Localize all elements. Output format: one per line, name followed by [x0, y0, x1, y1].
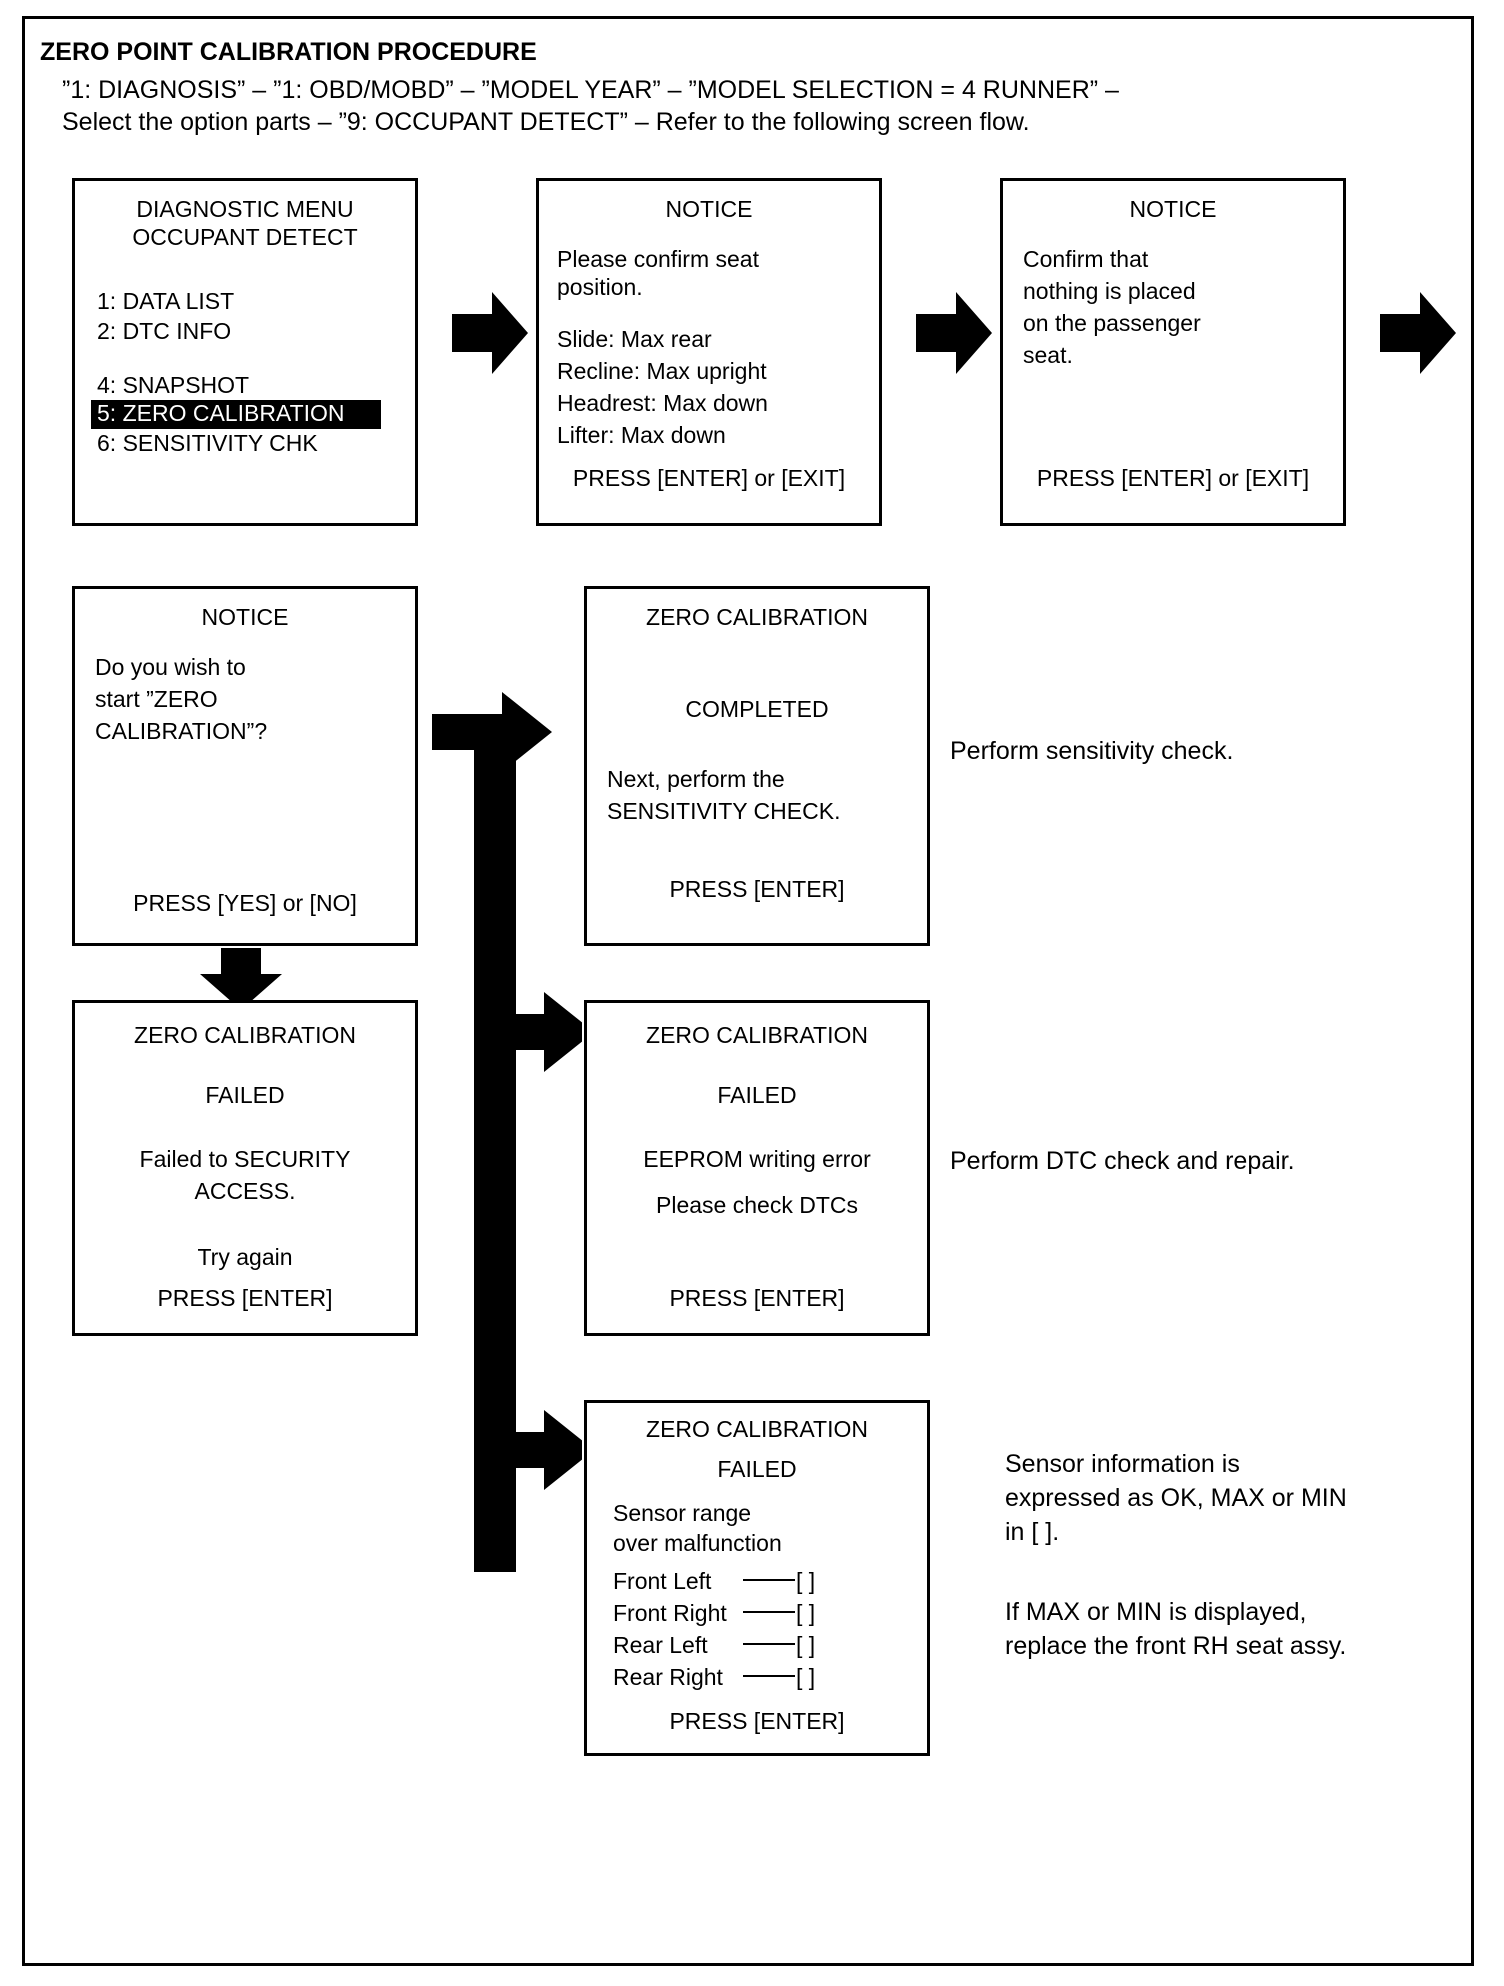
notice-seat-setting-slide: Slide: Max rear: [557, 326, 712, 352]
failed-security-body-1: Failed to SECURITY: [139, 1146, 351, 1172]
arrow-branch-trunk: [432, 692, 582, 1572]
sensor-dash-rear-left: [743, 1642, 795, 1645]
sensor-value-front-left: [ ]: [796, 1568, 816, 1594]
notice-start-body-3: CALIBRATION”?: [95, 718, 268, 744]
failed-eeprom-title: ZERO CALIBRATION: [646, 1022, 868, 1048]
annotation-dtc-check: Perform DTC check and repair.: [950, 1147, 1295, 1175]
sensor-label-front-right: Front Right: [613, 1600, 727, 1626]
screen-failed-sensor-range[interactable]: ZERO CALIBRATION FAILED Sensor range ove…: [584, 1400, 930, 1756]
screen-notice-start-calibration[interactable]: NOTICE Do you wish to start ”ZERO CALIBR…: [72, 586, 418, 946]
notice-start-body-2: start ”ZERO: [95, 686, 218, 712]
screen-failed-eeprom[interactable]: ZERO CALIBRATION FAILED EEPROM writing e…: [584, 1000, 930, 1336]
intro-line-2: Select the option parts – ”9: OCCUPANT D…: [62, 108, 1030, 136]
notice-start-body-1: Do you wish to: [95, 654, 246, 680]
failed-security-body-2: ACCESS.: [194, 1178, 296, 1204]
sensor-row-front-left: Front Left [ ]: [613, 1568, 816, 1595]
annotation-sensor-info-3: in [ ].: [1005, 1518, 1060, 1546]
notice-start-title: NOTICE: [201, 604, 289, 630]
arrow-notice2-to-next: [1380, 292, 1456, 374]
menu-item-zero-calibration[interactable]: 5: ZERO CALIBRATION: [91, 400, 381, 429]
completed-title: ZERO CALIBRATION: [646, 604, 868, 630]
notice-nothing-body-4: seat.: [1023, 342, 1073, 368]
failed-sensor-title: ZERO CALIBRATION: [646, 1416, 868, 1442]
intro-line-1: ”1: DIAGNOSIS” – ”1: OBD/MOBD” – ”MODEL …: [62, 76, 1119, 104]
sensor-value-rear-left: [ ]: [796, 1632, 816, 1658]
completed-body-1: Next, perform the: [607, 766, 785, 792]
arrow-menu-to-notice1: [452, 292, 528, 374]
screen-notice-nothing-placed[interactable]: NOTICE Confirm that nothing is placed on…: [1000, 178, 1346, 526]
failed-security-title: ZERO CALIBRATION: [134, 1022, 356, 1048]
sensor-label-front-left: Front Left: [613, 1568, 712, 1594]
menu-item-zero-calibration-label: 5: ZERO CALIBRATION: [91, 400, 381, 429]
failed-eeprom-status: FAILED: [717, 1082, 797, 1108]
menu-item-sensitivity-chk[interactable]: 6: SENSITIVITY CHK: [97, 430, 318, 456]
screen-notice-seat-position[interactable]: NOTICE Please confirm seat position. Sli…: [536, 178, 882, 526]
notice-nothing-body-1: Confirm that: [1023, 246, 1149, 272]
page-border: [22, 16, 1474, 1966]
sensor-value-rear-right: [ ]: [796, 1664, 816, 1690]
notice-seat-title: NOTICE: [665, 196, 753, 222]
completed-body-2: SENSITIVITY CHECK.: [607, 798, 841, 824]
notice-start-prompt: PRESS [YES] or [NO]: [133, 890, 357, 916]
screen-failed-security-access[interactable]: ZERO CALIBRATION FAILED Failed to SECURI…: [72, 1000, 418, 1336]
failed-sensor-body-2: over malfunction: [613, 1530, 782, 1556]
screen-diagnostic-menu[interactable]: DIAGNOSTIC MENU OCCUPANT DETECT 1: DATA …: [72, 178, 418, 526]
sensor-row-front-right: Front Right [ ]: [613, 1600, 816, 1627]
sensor-row-rear-right: Rear Right [ ]: [613, 1664, 816, 1691]
failed-sensor-body-1: Sensor range: [613, 1500, 752, 1526]
arrow-notice1-to-notice2: [916, 292, 992, 374]
sensor-dash-front-right: [743, 1610, 795, 1613]
failed-eeprom-body-2: Please check DTCs: [656, 1192, 858, 1218]
sensor-row-rear-left: Rear Left [ ]: [613, 1632, 816, 1659]
failed-sensor-status: FAILED: [717, 1456, 797, 1482]
notice-seat-body-1: Please confirm seat: [557, 246, 759, 272]
failed-security-body-3: Try again: [197, 1244, 293, 1270]
sensor-dash-rear-right: [743, 1674, 795, 1677]
annotation-sensor-info-1: Sensor information is: [1005, 1450, 1240, 1478]
failed-security-status: FAILED: [205, 1082, 285, 1108]
sensor-label-rear-right: Rear Right: [613, 1664, 723, 1690]
failed-security-prompt: PRESS [ENTER]: [157, 1285, 333, 1311]
failed-eeprom-body-1: EEPROM writing error: [643, 1146, 871, 1172]
notice-seat-setting-headrest: Headrest: Max down: [557, 390, 768, 416]
failed-eeprom-prompt: PRESS [ENTER]: [669, 1285, 845, 1311]
notice-nothing-body-3: on the passenger: [1023, 310, 1201, 336]
menu-item-dtc-info[interactable]: 2: DTC INFO: [97, 318, 232, 344]
annotation-sensor-info-2: expressed as OK, MAX or MIN: [1005, 1484, 1347, 1512]
menu-item-data-list[interactable]: 1: DATA LIST: [97, 288, 235, 314]
diagnostic-menu-header-1: DIAGNOSTIC MENU: [136, 196, 354, 222]
sensor-label-rear-left: Rear Left: [613, 1632, 708, 1658]
diagnostic-menu-header-2: OCCUPANT DETECT: [132, 224, 358, 250]
notice-seat-prompt: PRESS [ENTER] or [EXIT]: [572, 465, 846, 491]
screen-calibration-completed[interactable]: ZERO CALIBRATION COMPLETED Next, perform…: [584, 586, 930, 946]
annotation-sensor-info-4: If MAX or MIN is displayed,: [1005, 1598, 1307, 1626]
notice-seat-setting-recline: Recline: Max upright: [557, 358, 767, 384]
notice-seat-setting-lifter: Lifter: Max down: [557, 422, 726, 448]
sensor-value-front-right: [ ]: [796, 1600, 816, 1626]
notice-seat-body-2: position.: [557, 274, 643, 300]
sensor-dash-front-left: [743, 1578, 795, 1581]
arrow-down-to-failed-security: [200, 948, 282, 1010]
failed-sensor-prompt: PRESS [ENTER]: [669, 1708, 845, 1734]
completed-status: COMPLETED: [685, 696, 829, 722]
menu-item-snapshot[interactable]: 4: SNAPSHOT: [97, 372, 250, 398]
notice-nothing-prompt: PRESS [ENTER] or [EXIT]: [1036, 465, 1310, 491]
notice-nothing-body-2: nothing is placed: [1023, 278, 1196, 304]
notice-nothing-title: NOTICE: [1129, 196, 1217, 222]
annotation-sensor-info-5: replace the front RH seat assy.: [1005, 1632, 1347, 1660]
annotation-sensitivity-check: Perform sensitivity check.: [950, 737, 1234, 765]
page-title: ZERO POINT CALIBRATION PROCEDURE: [40, 38, 537, 66]
completed-prompt: PRESS [ENTER]: [669, 876, 845, 902]
